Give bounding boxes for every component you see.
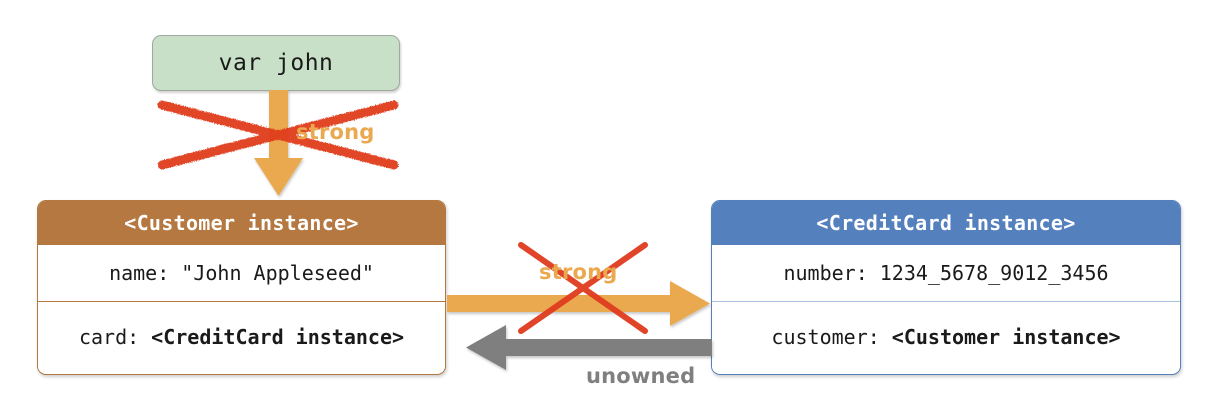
customer-instance-header: <Customer instance> bbox=[38, 201, 445, 245]
arrow-strong-customer-to-creditcard bbox=[447, 281, 710, 326]
customer-card-value: <CreditCard instance> bbox=[151, 325, 405, 349]
creditcard-customer-value: <Customer instance> bbox=[891, 325, 1121, 349]
break-mark-x-horizontal bbox=[518, 242, 648, 334]
creditcard-instance-header: <CreditCard instance> bbox=[712, 201, 1180, 245]
variable-label: var john bbox=[218, 50, 334, 76]
creditcard-customer-key: customer: bbox=[771, 325, 880, 349]
customer-instance-box: <Customer instance> name: "John Applesee… bbox=[37, 200, 446, 375]
customer-name-value: "John Appleseed" bbox=[181, 261, 374, 285]
creditcard-row-customer: customer: <Customer instance> bbox=[712, 302, 1180, 372]
customer-card-key: card: bbox=[78, 325, 140, 349]
creditcard-row-number: number: 1234_5678_9012_3456 bbox=[712, 245, 1180, 302]
variable-box-john: var john bbox=[152, 35, 400, 91]
edge-label-strong-horizontal: strong bbox=[539, 260, 618, 284]
creditcard-number-key: number: bbox=[783, 261, 868, 285]
edge-label-unowned: unowned bbox=[586, 364, 696, 388]
creditcard-instance-box: <CreditCard instance> number: 1234_5678_… bbox=[711, 200, 1181, 375]
customer-row-name: name: "John Appleseed" bbox=[38, 245, 445, 302]
customer-row-card: card: <CreditCard instance> bbox=[38, 302, 445, 372]
edge-label-strong-vertical: strong bbox=[296, 120, 375, 144]
creditcard-number-value: 1234_5678_9012_3456 bbox=[879, 261, 1109, 285]
customer-name-key: name: bbox=[109, 261, 170, 285]
